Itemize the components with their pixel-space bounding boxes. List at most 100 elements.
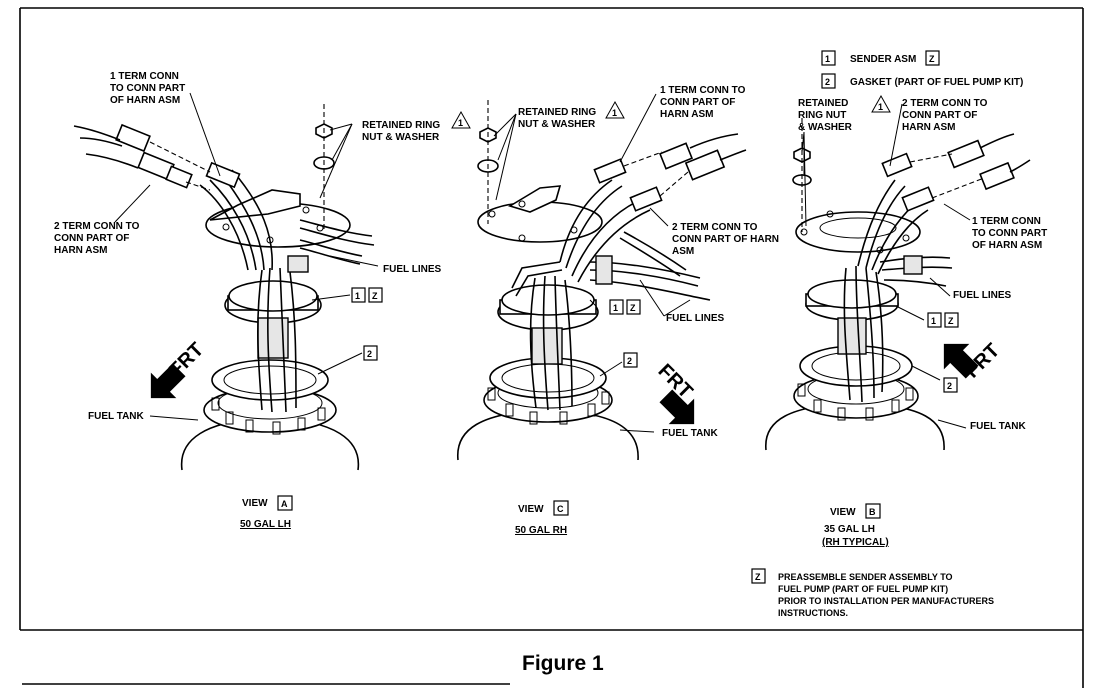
view-b-view-letter-box [865, 503, 881, 519]
view-c-term1-line2: CONN PART OF [660, 97, 735, 108]
view-b-fuel-lines [879, 255, 953, 287]
view-a-fuel-lines-label: FUEL LINES [383, 264, 441, 275]
view-b-gasket-callout: 2 [943, 377, 958, 393]
view-b-term2-line2: CONN PART OF [902, 110, 977, 121]
note-line-1: PREASSEMBLE SENDER ASSEMBLY TO [778, 572, 953, 582]
view-b-term2-line3: HARN ASM [902, 122, 956, 133]
svg-text:1: 1 [458, 118, 463, 128]
view-c-ring-line1: RETAINED RING [518, 107, 596, 118]
view-b-term1-line3: OF HARN ASM [972, 240, 1042, 251]
view-a-ring-callout-triangle: 1 [451, 110, 471, 129]
view-c-term2-line1: 2 TERM CONN TO [672, 222, 758, 233]
svg-text:2: 2 [367, 349, 372, 359]
view-a-wiring-harness [73, 123, 273, 271]
view-a-sender-callout: 1 Z [351, 287, 383, 303]
svg-text:GASKET (PART OF FUEL PUMP KIT): GASKET (PART OF FUEL PUMP KIT) [850, 77, 1023, 88]
view-b-wiring-harness [857, 133, 1031, 275]
view-b-ring-callout-triangle: 1 [871, 94, 891, 113]
view-c-frt-label: FRT [654, 360, 697, 403]
view-c-term1-line3: HARN ASM [660, 109, 714, 120]
view-c-view-letter: C [557, 504, 564, 514]
note-line-4: INSTRUCTIONS. [778, 608, 848, 618]
view-a-mounting-plate [205, 189, 351, 248]
svg-text:Z: Z [372, 291, 378, 301]
view-a-term2-line3: HARN ASM [54, 245, 108, 256]
note-line-3: PRIOR TO INSTALLATION PER MANUFACTURERS [778, 596, 994, 606]
view-c-leaders [493, 93, 691, 433]
svg-text:1: 1 [878, 102, 883, 112]
svg-text:Z: Z [929, 54, 935, 64]
view-b-ring-nut-washer [792, 118, 812, 232]
view-b-subtitle2: (RH TYPICAL) [822, 537, 889, 548]
view-a-ring-nut-washer [313, 104, 335, 230]
svg-text:2: 2 [825, 77, 830, 87]
view-c-frt-arrow [659, 389, 695, 425]
view-a-ring-line1: RETAINED RING [362, 120, 440, 131]
view-b-fuel-tank [765, 373, 945, 451]
svg-text:2: 2 [947, 381, 952, 391]
view-b-illustration [765, 103, 1031, 451]
view-c-view-word: VIEW [518, 504, 544, 515]
view-c-fuel-lines [589, 231, 711, 301]
view-c-ring-line2: NUT & WASHER [518, 119, 596, 130]
view-b-ring-line3: & WASHER [798, 122, 853, 133]
view-b-term1-line1: 1 TERM CONN [972, 216, 1041, 227]
view-b-sender-callout: 1 Z [927, 312, 959, 328]
view-c-sender-callout: 1 Z [609, 299, 641, 315]
view-a-term2-line2: CONN PART OF [54, 233, 129, 244]
view-a-term1-line3: OF HARN ASM [110, 95, 180, 106]
view-c-term1-line1: 1 TERM CONN TO [660, 85, 746, 96]
view-c-term2-line2: CONN PART OF HARN [672, 234, 779, 245]
figure-frame [19, 7, 1084, 688]
note-mark-box [751, 568, 766, 584]
view-a-term1-line1: 1 TERM CONN [110, 71, 179, 82]
svg-text:1: 1 [931, 316, 936, 326]
svg-text:1: 1 [355, 291, 360, 301]
svg-text:1: 1 [612, 108, 617, 118]
view-b-ring-line1: RETAINED [798, 98, 848, 109]
view-b-term1-line2: TO CONN PART [972, 228, 1047, 239]
view-a-ring-line2: NUT & WASHER [362, 132, 440, 143]
view-a-fuel-tank [180, 386, 360, 471]
figure-title: Figure 1 [522, 652, 604, 675]
view-c-mounting-plate [477, 185, 603, 243]
view-a-fuel-tank-label: FUEL TANK [88, 411, 145, 422]
view-b-ring-line2: RING NUT [798, 110, 846, 121]
view-c-ring-callout-triangle: 1 [605, 100, 625, 119]
view-b-term2-line1: 2 TERM CONN TO [902, 98, 988, 109]
view-b-view-word: VIEW [830, 507, 856, 518]
svg-text:2: 2 [627, 356, 632, 366]
svg-text:SENDER ASM: SENDER ASM [850, 54, 916, 65]
view-a-view-letter-box [277, 495, 293, 511]
view-b-leaders [801, 103, 971, 429]
view-a-term1-line2: TO CONN PART [110, 83, 185, 94]
view-a-view-word: VIEW [242, 498, 268, 509]
note-mark: Z [755, 572, 761, 582]
view-a-subtitle: 50 GAL LH [240, 519, 291, 530]
view-a-gasket-callout: 2 [363, 345, 378, 361]
view-a-frt-arrow [150, 363, 186, 399]
view-b-frt-arrow [943, 343, 979, 379]
view-a-illustration [73, 92, 379, 471]
view-c-illustration [457, 93, 747, 461]
view-c-wiring-harness [559, 133, 747, 283]
view-c-fuel-tank-label: FUEL TANK [662, 428, 719, 439]
view-a-sender-assembly [224, 267, 322, 413]
view-c-view-letter-box [553, 500, 569, 516]
view-a-leaders [114, 92, 379, 421]
note-line-2: FUEL PUMP (PART OF FUEL PUMP KIT) [778, 584, 948, 594]
view-b-subtitle: 35 GAL LH [824, 524, 875, 535]
view-c-ring-nut-washer [477, 100, 499, 224]
view-c-gasket-callout: 2 [623, 352, 638, 368]
svg-text:1: 1 [825, 54, 830, 64]
legend-item-sender: 1 SENDER ASM Z [821, 50, 940, 66]
legend-item-gasket: 2 GASKET (PART OF FUEL PUMP KIT) [821, 73, 1023, 89]
svg-text:1: 1 [613, 303, 618, 313]
preassemble-note: Z PREASSEMBLE SENDER ASSEMBLY TO FUEL PU… [751, 568, 994, 618]
view-b-view-letter: B [869, 507, 876, 517]
view-a-term2-line1: 2 TERM CONN TO [54, 221, 140, 232]
view-c-subtitle: 50 GAL RH [515, 525, 567, 536]
view-b-fuel-lines-label: FUEL LINES [953, 290, 1011, 301]
view-c-term2-line3: ASM [672, 246, 694, 257]
svg-text:Z: Z [948, 316, 954, 326]
